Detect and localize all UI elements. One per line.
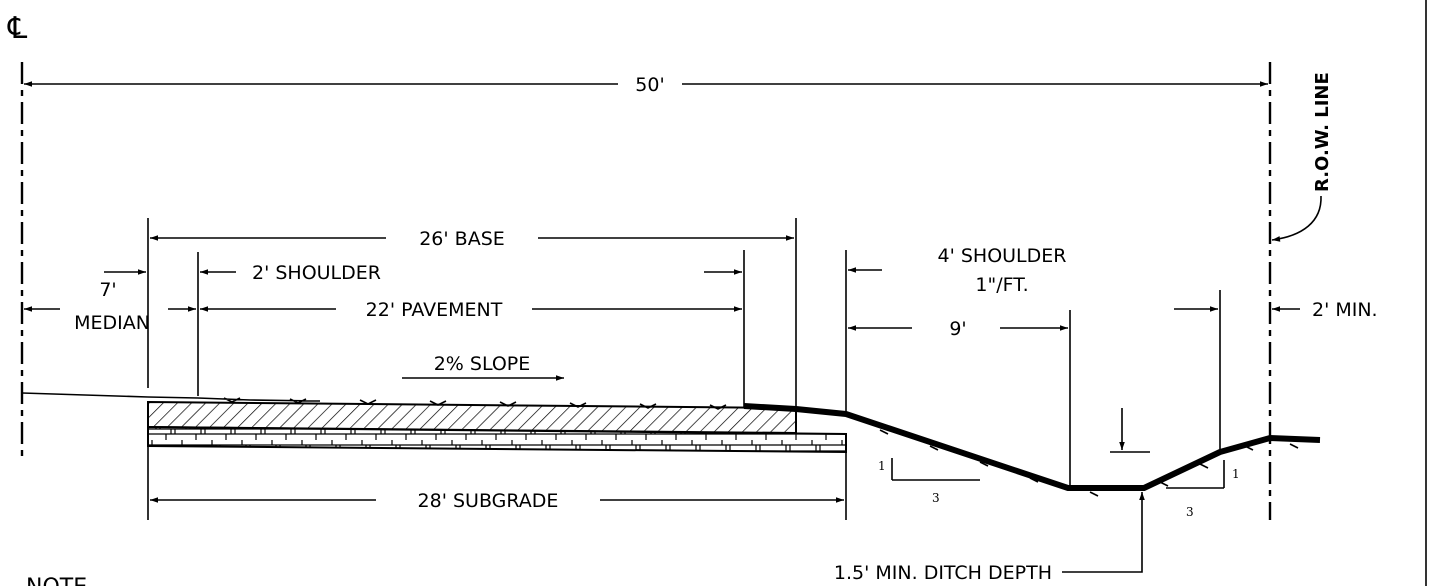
base-label: 26' BASE <box>419 228 505 250</box>
ditch-depth-label: 1.5' MIN. DITCH DEPTH <box>834 562 1052 584</box>
median-label: MEDIAN <box>74 312 150 334</box>
row-offset-label: 2' MIN. <box>1312 299 1378 321</box>
foreslope-dimension: 9' <box>848 310 1071 490</box>
backslope-ratio-v: 1 <box>1232 467 1240 481</box>
centerline-symbol: ℄ <box>7 11 27 46</box>
slope-label: 2% SLOPE <box>434 353 531 375</box>
ditch-depth-dimension: 1.5' MIN. DITCH DEPTH <box>834 408 1150 584</box>
backslope-ratio-h: 3 <box>1186 505 1194 519</box>
subgrade-label: 28' SUBGRADE <box>418 490 559 512</box>
shoulder-4-dimension: 4' SHOULDER 1"/FT. <box>845 245 1067 412</box>
row-offset-dimension: 2' MIN. <box>1174 290 1378 452</box>
foreslope-ratio-h: 3 <box>932 491 940 505</box>
shoulder-surface-line <box>147 396 199 399</box>
subgrade-dimension: 28' SUBGRADE <box>147 446 847 520</box>
ground-profile <box>743 403 1321 491</box>
overall-dimension: 50' <box>24 74 1268 96</box>
shoulder-2-label: 2' SHOULDER <box>252 262 381 284</box>
foreslope-width-label: 9' <box>949 318 966 340</box>
shoulder-2-dimension: 2' SHOULDER <box>197 252 742 396</box>
row-leader <box>1271 195 1322 242</box>
row-line-label: R.O.W. LINE <box>1312 72 1333 192</box>
foreslope-ratio-v: 1 <box>878 459 886 473</box>
base-dimension: 26' BASE <box>147 218 797 408</box>
overall-width-label: 50' <box>635 74 664 96</box>
pavement-label: 22' PAVEMENT <box>366 299 503 321</box>
backslope-ratio: 1 3 <box>1166 460 1240 519</box>
median-ground-line <box>21 392 149 398</box>
foreslope-ratio: 1 3 <box>878 458 980 505</box>
median-dimension: 7' MEDIAN <box>24 269 196 334</box>
median-width-label: 7' <box>99 279 116 301</box>
shoulder-4-slope-label: 1"/FT. <box>975 274 1028 296</box>
shoulder-4-label: 4' SHOULDER <box>938 245 1067 267</box>
note-label: NOTE <box>26 575 87 586</box>
pavement-dimension: 22' PAVEMENT <box>200 250 745 408</box>
ground-hatch <box>879 429 1299 497</box>
